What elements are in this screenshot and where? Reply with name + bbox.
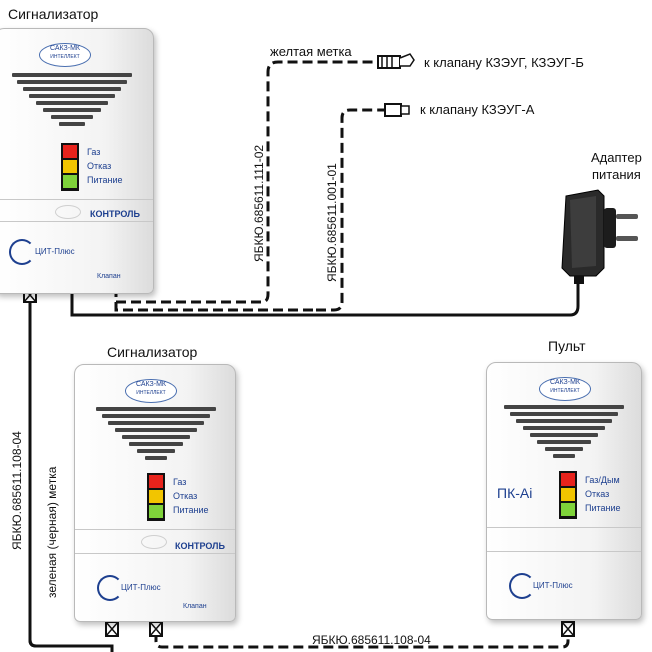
- console-title: Пульт: [548, 338, 586, 354]
- fault-led-label: Отказ: [87, 161, 112, 171]
- cable-valve-b: [114, 60, 378, 304]
- adapter-label-1: Адаптер: [591, 150, 642, 165]
- cable-power-adapter: [70, 280, 580, 317]
- power-led: [63, 175, 77, 188]
- connector-middle-left: [105, 621, 119, 637]
- control-label: КОНТРОЛЬ: [175, 541, 225, 551]
- power-led-label: Питание: [87, 175, 123, 185]
- gas-led: [63, 145, 77, 158]
- vent-grille: [93, 407, 219, 463]
- power-adapter-icon: [561, 189, 638, 284]
- cable-valve-a: [316, 108, 385, 312]
- valve-a-label: к клапану КЗЭУГ-А: [420, 102, 535, 117]
- plug-valve-b-icon: [377, 53, 415, 69]
- gas-led-label: Газ: [87, 147, 101, 157]
- led-panel: [61, 143, 79, 191]
- cable-label-left-mark: зеленая (черная) метка: [45, 466, 59, 598]
- vent-grille: [9, 73, 135, 129]
- brand-name: ЦИТ-Плюс: [35, 247, 75, 256]
- fault-led: [149, 490, 163, 503]
- control-button[interactable]: [141, 535, 167, 549]
- control-label: КОНТРОЛЬ: [90, 209, 140, 219]
- yellow-mark-label: желтая метка: [270, 44, 352, 59]
- valve-port-label: Клапан: [97, 273, 121, 280]
- connector-console: [561, 621, 575, 637]
- brand-name: ЦИТ-Плюс: [533, 581, 573, 590]
- cable-label-bottom: ЯБКЮ.685611.108-04: [312, 633, 431, 647]
- brand-name: ЦИТ-Плюс: [121, 583, 161, 592]
- power-led-label: Питание: [173, 505, 209, 515]
- gas-smoke-led: [561, 473, 575, 486]
- cable-label-left: ЯБКЮ.685611.108-04: [10, 431, 24, 550]
- fault-led: [63, 160, 77, 173]
- led-panel: [147, 473, 165, 521]
- control-button[interactable]: [55, 205, 81, 219]
- fault-led-label: Отказ: [585, 489, 610, 499]
- fault-led-label: Отказ: [173, 491, 198, 501]
- brand-logo-icon: [9, 239, 35, 265]
- power-led-label: Питание: [585, 503, 621, 513]
- gas-led-label: Газ: [173, 477, 187, 487]
- power-led: [561, 503, 575, 516]
- power-led: [149, 505, 163, 518]
- adapter-label-2: питания: [592, 167, 641, 182]
- cable-label-001: ЯБКЮ.685611.001-01: [325, 163, 339, 282]
- brand-logo-icon: [509, 573, 535, 599]
- cable-bottom-link: [154, 630, 570, 649]
- middle-device-title: Сигнализатор: [107, 344, 198, 360]
- vent-grille: [501, 405, 627, 461]
- fault-led: [561, 488, 575, 501]
- gas-smoke-led-label: Газ/Дым: [585, 475, 620, 485]
- gas-led: [149, 475, 163, 488]
- brand-logo-icon: [97, 575, 123, 601]
- valve-port-label: Клапан: [183, 603, 207, 610]
- plug-valve-a-icon: [384, 103, 410, 117]
- led-panel: [559, 471, 577, 519]
- console-model-label: ПК-Ai: [497, 485, 533, 501]
- connector-middle-right: [149, 621, 163, 637]
- cable-label-111: ЯБКЮ.685611.111-02: [252, 144, 266, 262]
- valve-b-label: к клапану КЗЭУГ, КЗЭУГ-Б: [424, 55, 584, 70]
- top-device-title: Сигнализатор: [8, 6, 99, 22]
